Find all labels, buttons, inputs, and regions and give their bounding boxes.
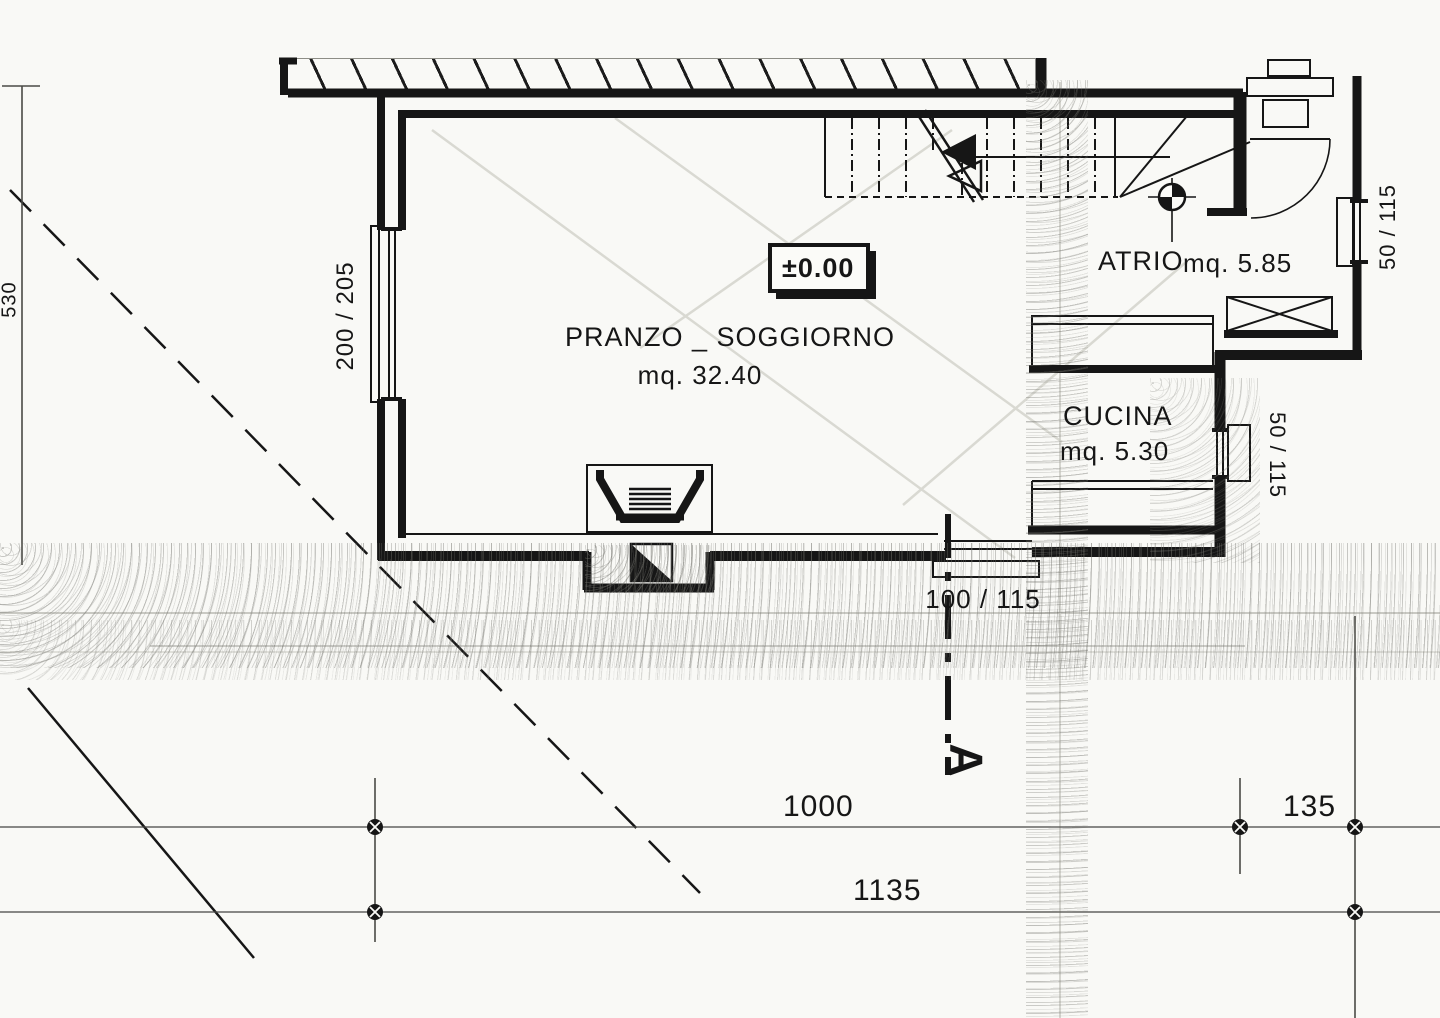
- stair-arrow-outline-icon: [946, 159, 983, 193]
- door-swing: [1250, 138, 1331, 219]
- dim-marker-icon: [367, 904, 383, 920]
- dim-marker-icon: [1232, 819, 1248, 835]
- kitchen-window: [1212, 424, 1251, 482]
- dim-hall-window: 50 / 115: [1375, 184, 1400, 270]
- dim-marker-icon: [367, 819, 383, 835]
- stair-arrow-icon: [941, 134, 976, 170]
- fireplace-grate-icon: [629, 487, 671, 511]
- room-area-kitchen: mq. 5.30: [1060, 436, 1170, 466]
- room-label-kitchen: CUCINA: [1063, 401, 1173, 431]
- site-lines: [9, 189, 701, 959]
- stair-winders: [1119, 115, 1251, 198]
- dim-marker-icon: [1347, 904, 1363, 920]
- dim-total-width: 1135: [853, 874, 922, 907]
- room-label-hall: ATRIO: [1098, 246, 1184, 276]
- dim-terrace-door: 100 / 115: [925, 584, 1041, 614]
- entrance-mat: [1262, 99, 1309, 128]
- dim-marker-icon: [1347, 819, 1363, 835]
- entrance: [1207, 59, 1334, 219]
- terrace-door: [932, 540, 1040, 578]
- fireplace: [582, 464, 715, 593]
- section-marker: A: [940, 743, 993, 777]
- bottom-wall: [378, 533, 1224, 561]
- kitchen-counters: [1028, 315, 1218, 535]
- left-wall: [377, 93, 406, 560]
- dim-side-offset: 135: [1283, 790, 1337, 823]
- hall-window: [1336, 197, 1368, 267]
- dim-kitchen-window: 50 / 115: [1265, 412, 1290, 498]
- room-area-living: mq. 32.40: [637, 360, 763, 390]
- dim-left-height: 530: [0, 281, 21, 318]
- flue-icon: [629, 542, 674, 583]
- pivot-point-icon: [1148, 178, 1196, 242]
- party-wall-hatch: [288, 58, 1035, 94]
- dimension-markers: [367, 819, 1363, 920]
- kitchen-wall: [1214, 350, 1362, 557]
- boundary-solid-line: [27, 687, 255, 959]
- stairs: [824, 109, 1251, 242]
- boundary-dashed-line: [9, 189, 701, 894]
- dim-living-window: 200 / 205: [332, 261, 359, 371]
- room-area-hall: mq. 5.85: [1183, 248, 1293, 278]
- dim-plan-width: 1000: [783, 790, 854, 823]
- shaft-x-icon: [1224, 296, 1338, 338]
- top-wall: [279, 57, 1243, 118]
- room-label-living: PRANZO _ SOGGIORNO: [565, 322, 896, 352]
- level-marker: ±0.00: [768, 243, 871, 293]
- living-window: [370, 225, 402, 403]
- dimension-lines: [0, 85, 1440, 1018]
